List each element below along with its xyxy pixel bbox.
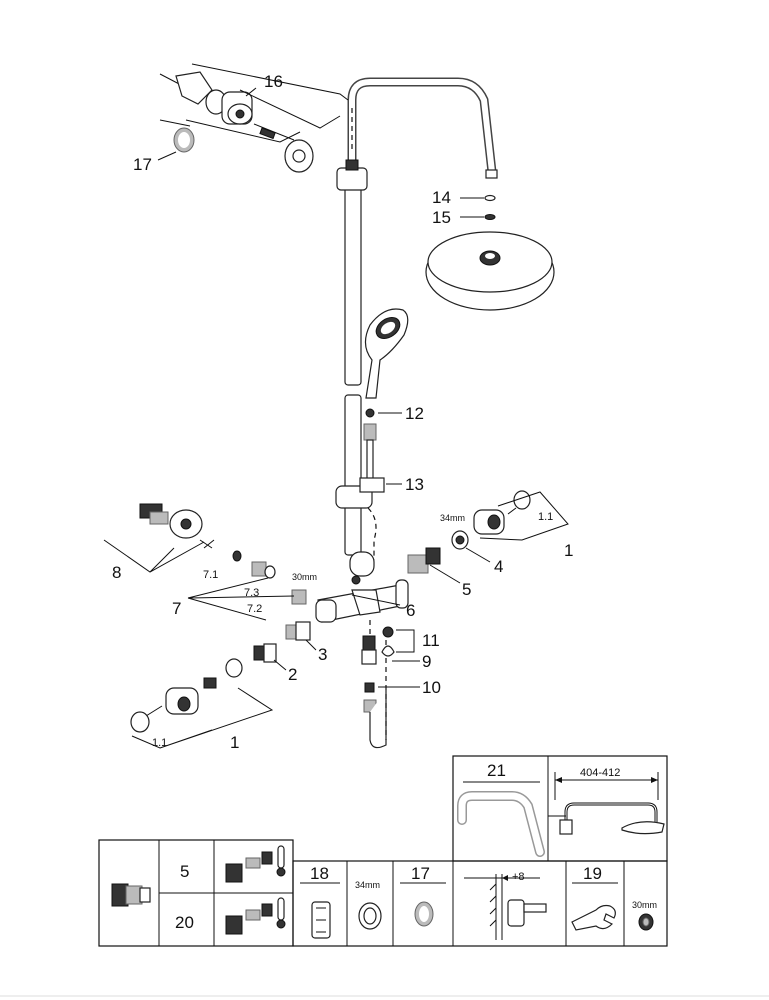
callout-17: 17: [133, 155, 152, 174]
callout-3: 3: [318, 645, 327, 664]
tile-30mm-label: 30mm: [632, 900, 657, 910]
cartridge-icon: [111, 883, 151, 907]
tile-34mm-label: 34mm: [355, 880, 380, 890]
part-2: [253, 643, 277, 663]
small-nut-icon: [638, 913, 654, 931]
shower-arm: [347, 77, 498, 179]
callout-5: 5: [462, 580, 471, 599]
part-1-right: [473, 490, 569, 541]
callout-8: 8: [112, 563, 121, 582]
riser-rail: [336, 108, 368, 556]
tile-plus8-label: +8: [512, 871, 525, 883]
bottom-parts-panel: 5 20 18 34mm 17: [98, 839, 668, 947]
wrench-icon: [571, 904, 616, 931]
callout-34mm: 34mm: [440, 513, 465, 523]
callout-1-1-right: 1.1: [538, 511, 553, 523]
tile-18-label: 18: [310, 864, 329, 883]
callout-7: 7: [172, 599, 181, 618]
callout-9: 9: [422, 652, 431, 671]
row-20-label: 20: [175, 913, 194, 932]
callout-4: 4: [494, 557, 503, 576]
callout-13: 13: [405, 475, 424, 494]
hand-shower-holder: [335, 477, 385, 509]
panel-21-dimension: 404-412: [580, 767, 620, 779]
sleeve-icon: [311, 901, 331, 939]
callout-12: 12: [405, 404, 424, 423]
part-7-assembly: [187, 550, 307, 621]
callout-6: 6: [406, 601, 415, 620]
overhead-shower-head: [425, 194, 555, 311]
callout-7-1: 7.1: [203, 569, 218, 581]
callout-1-1-left: 1.1: [152, 737, 167, 749]
thermometer-icon: [225, 845, 286, 935]
panel-21-label: 21: [487, 761, 506, 780]
leader-lines: [157, 87, 491, 688]
nut-icon: [358, 902, 382, 930]
callout-10: 10: [422, 678, 441, 697]
callout-2: 2: [288, 665, 297, 684]
part-5: [407, 547, 441, 574]
offset-adjust-icon: +8: [464, 871, 547, 940]
callout-labels: 16 17 14 15 12 13 8 7 7.1 7.3 7.2 30mm 6…: [112, 72, 573, 752]
ring-icon: [414, 901, 434, 927]
row-5-label: 5: [180, 862, 189, 881]
part-4: [451, 530, 469, 550]
callout-16: 16: [264, 72, 283, 91]
callout-14: 14: [432, 188, 451, 207]
callout-11: 11: [422, 631, 440, 650]
tile-17-label: 17: [411, 864, 430, 883]
part-1-left: [130, 658, 274, 749]
wall-bracket: [159, 63, 349, 173]
part-3: [285, 621, 311, 641]
callout-15: 15: [432, 208, 451, 227]
hand-shower-icon: [363, 308, 409, 481]
thermostat-mixer: [315, 551, 409, 623]
callout-7-3: 7.3: [244, 587, 259, 599]
tile-19-label: 19: [583, 864, 602, 883]
panel-21: 21 404-412: [452, 755, 668, 862]
diverter-parts: [361, 620, 395, 749]
callout-7-2: 7.2: [247, 603, 262, 615]
callout-30mm: 30mm: [292, 572, 317, 582]
callout-1-right: 1: [564, 541, 573, 560]
callout-1-left: 1: [230, 733, 239, 752]
part-8-assembly: [103, 503, 215, 573]
